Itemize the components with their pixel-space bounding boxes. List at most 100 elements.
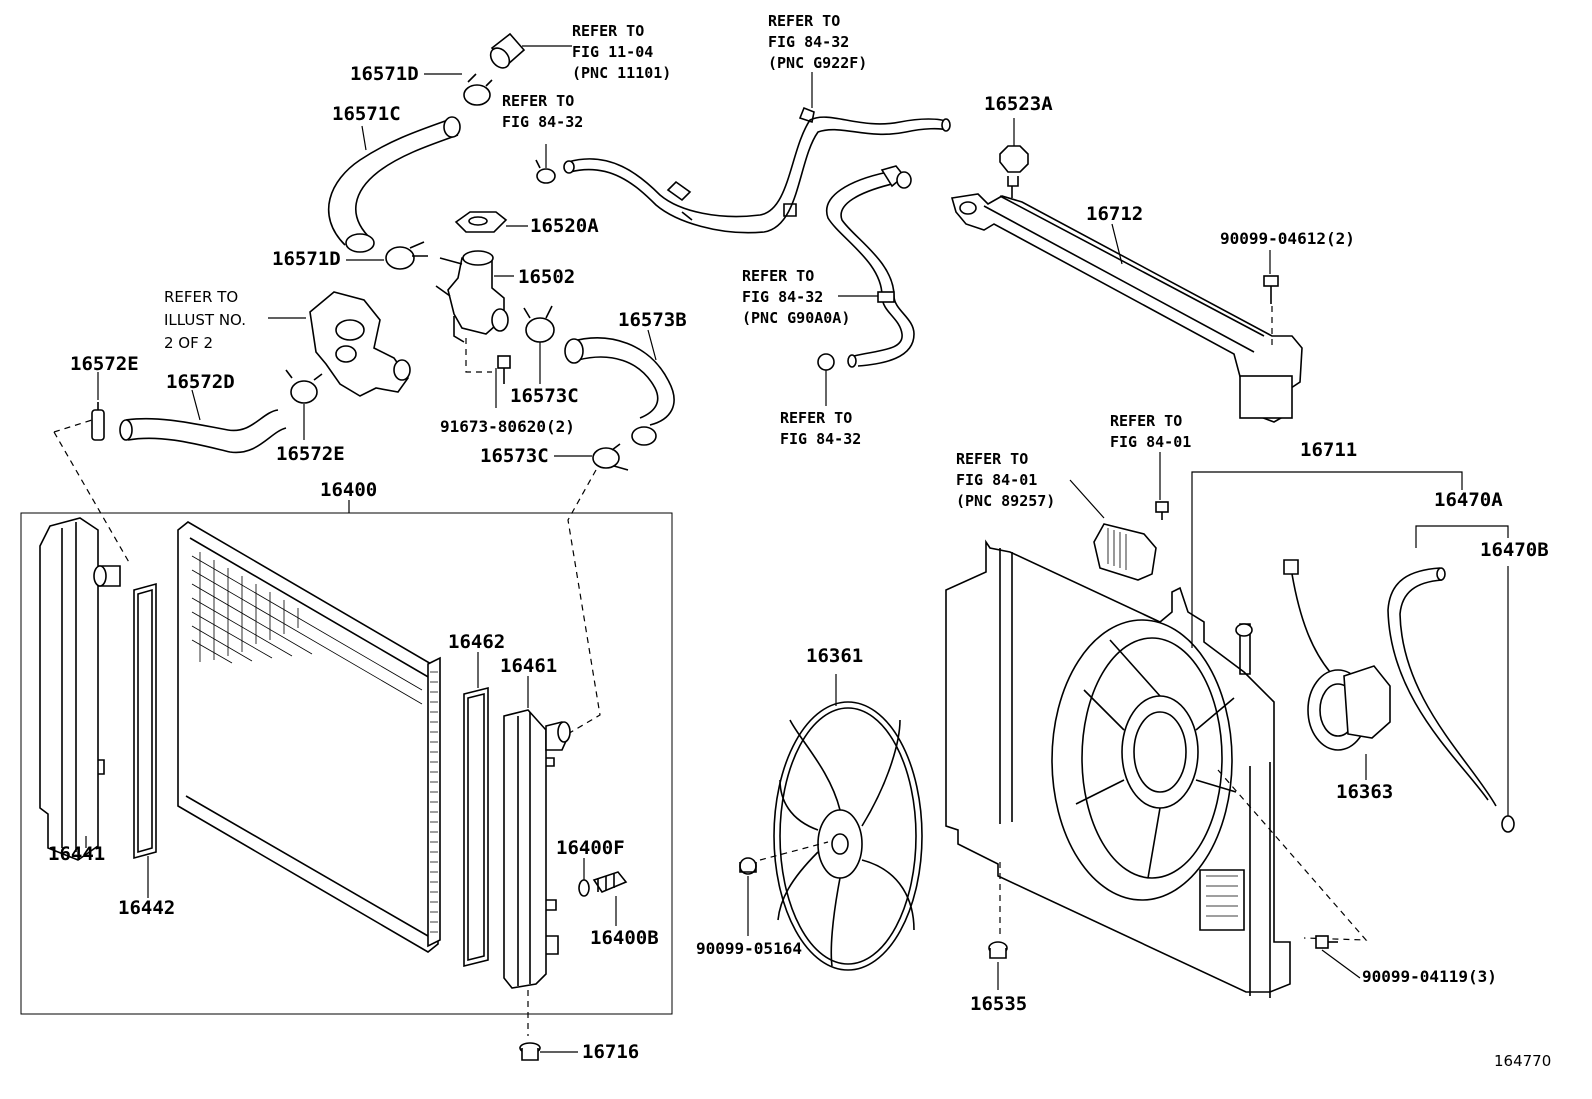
label-90099-04612: 90099-04612(2) [1220, 229, 1355, 248]
svg-text:REFER TO: REFER TO [502, 92, 574, 110]
label-16573C-low: 16573C [480, 445, 549, 467]
svg-text:2 OF 2: 2 OF 2 [164, 334, 213, 352]
label-16400B: 16400B [590, 927, 659, 949]
svg-text:(PNC 89257): (PNC 89257) [956, 492, 1055, 510]
svg-text:REFER TO: REFER TO [780, 409, 852, 427]
clamp-16572E-mid [285, 369, 323, 404]
svg-text:FIG 11-04: FIG 11-04 [572, 43, 653, 61]
ref-fig-11-04: REFER TO FIG 11-04 (PNC 11101) [572, 22, 671, 82]
label-16470A: 16470A [1434, 489, 1503, 511]
water-outlet-16502 [435, 250, 509, 343]
nut-90099-05164 [739, 857, 757, 875]
label-91673-80620: 91673-80620(2) [440, 417, 575, 436]
radiator-tank-16461 [503, 709, 571, 989]
label-16571D-top: 16571D [350, 63, 419, 85]
grommet-16535 [988, 941, 1008, 959]
label-16573B: 16573B [618, 309, 687, 331]
radiator-assembly-box-16400 [20, 512, 673, 1015]
label-16711: 16711 [1300, 439, 1357, 461]
hose-16572D [125, 409, 287, 454]
label-16400: 16400 [320, 479, 377, 501]
ref-fig-84-01-a: REFER TO FIG 84-01 [1110, 412, 1191, 451]
label-16400F: 16400F [556, 837, 625, 859]
bumper-16523A [999, 145, 1029, 198]
fan-relay-connector [1093, 523, 1157, 581]
bolt-90099-04612 [1263, 275, 1279, 304]
label-16520A: 16520A [530, 215, 599, 237]
clamp-16470B [1501, 815, 1515, 833]
hose-16571C [327, 119, 459, 246]
label-16571D-bottom: 16571D [272, 248, 341, 270]
clamp-16571D-top [463, 73, 493, 106]
svg-text:ILLUST NO.: ILLUST NO. [164, 311, 246, 329]
svg-text:REFER TO: REFER TO [1110, 412, 1182, 430]
ref-fig-84-32-top: REFER TO FIG 84-32 (PNC G922F) [768, 12, 867, 72]
label-16572E-mid: 16572E [276, 443, 345, 465]
ref-fig-84-32-clip: REFER TO FIG 84-32 [502, 92, 583, 131]
svg-text:FIG 84-01: FIG 84-01 [956, 471, 1037, 489]
ref-illust-2-of-2: REFER TO ILLUST NO. 2 OF 2 [164, 288, 246, 352]
svg-text:FIG 84-32: FIG 84-32 [780, 430, 861, 448]
o-ring-16400F [578, 879, 590, 897]
bolt-90099-04119 [1315, 935, 1338, 949]
clip-fig-84-32-low [817, 353, 835, 371]
label-16572E-left: 16572E [70, 353, 139, 375]
ref-fig-84-01-b: REFER TO FIG 84-01 (PNC 89257) [956, 450, 1055, 510]
label-16461: 16461 [500, 655, 557, 677]
label-16572D: 16572D [166, 371, 235, 393]
clip-16572E-left [91, 402, 105, 441]
hose-16573B [569, 337, 675, 426]
clamp-16571D-bottom [385, 241, 428, 270]
screw-fig-84-01 [1155, 501, 1169, 520]
label-16535: 16535 [970, 993, 1027, 1015]
label-16502: 16502 [518, 266, 575, 288]
thermostat-housing [309, 291, 411, 397]
svg-text:(PNC G922F): (PNC G922F) [768, 54, 867, 72]
label-90099-04119: 90099-04119(3) [1362, 967, 1497, 986]
gasket-16520A [454, 211, 508, 233]
clip-fig-84-32-left [535, 159, 556, 184]
svg-text:REFER TO: REFER TO [956, 450, 1028, 468]
label-16363: 16363 [1336, 781, 1393, 803]
fan-shroud-16711 [945, 539, 1291, 998]
svg-text:(PNC 11101): (PNC 11101) [572, 64, 671, 82]
svg-text:REFER TO: REFER TO [742, 267, 814, 285]
diagram-id: 164770 [1494, 1052, 1551, 1070]
label-16573C-mid: 16573C [510, 385, 579, 407]
label-16470B: 16470B [1480, 539, 1549, 561]
support-bar-16712 [950, 193, 1303, 423]
bushing-16716 [519, 1042, 541, 1061]
fan-blade-16361 [773, 701, 923, 971]
drain-cock-16400B [592, 871, 628, 893]
fan-motor-16363 [1283, 559, 1391, 751]
svg-text:REFER TO: REFER TO [572, 22, 644, 40]
radiator-core-16400 [177, 521, 441, 953]
label-90099-05164: 90099-05164 [696, 939, 802, 958]
label-16523A: 16523A [984, 93, 1053, 115]
svg-text:(PNC G90A0A): (PNC G90A0A) [742, 309, 850, 327]
ref-fig-84-32-low: REFER TO FIG 84-32 [780, 409, 861, 448]
ref-fig-84-32-mid: REFER TO FIG 84-32 (PNC G90A0A) [742, 267, 850, 327]
bolt-91673 [497, 355, 511, 384]
gasket-16442 [133, 582, 157, 860]
gasket-16462 [463, 686, 489, 968]
svg-text:FIG 84-32: FIG 84-32 [768, 33, 849, 51]
svg-text:FIG 84-32: FIG 84-32 [742, 288, 823, 306]
radiator-tank-16441 [39, 517, 121, 861]
svg-text:REFER TO: REFER TO [768, 12, 840, 30]
svg-text:FIG 84-32: FIG 84-32 [502, 113, 583, 131]
clamp-16573C-mid [523, 305, 555, 343]
label-16716: 16716 [582, 1041, 639, 1063]
hose-16470A [1387, 567, 1497, 807]
label-16442: 16442 [118, 897, 175, 919]
label-16571C: 16571C [332, 103, 401, 125]
clamp-16573C-low [592, 443, 629, 471]
label-16361: 16361 [806, 645, 863, 667]
svg-text:FIG 84-01: FIG 84-01 [1110, 433, 1191, 451]
svg-text:REFER TO: REFER TO [164, 288, 238, 306]
label-16462: 16462 [448, 631, 505, 653]
hose-line-fig-84-32 [563, 106, 951, 234]
label-16712: 16712 [1086, 203, 1143, 225]
